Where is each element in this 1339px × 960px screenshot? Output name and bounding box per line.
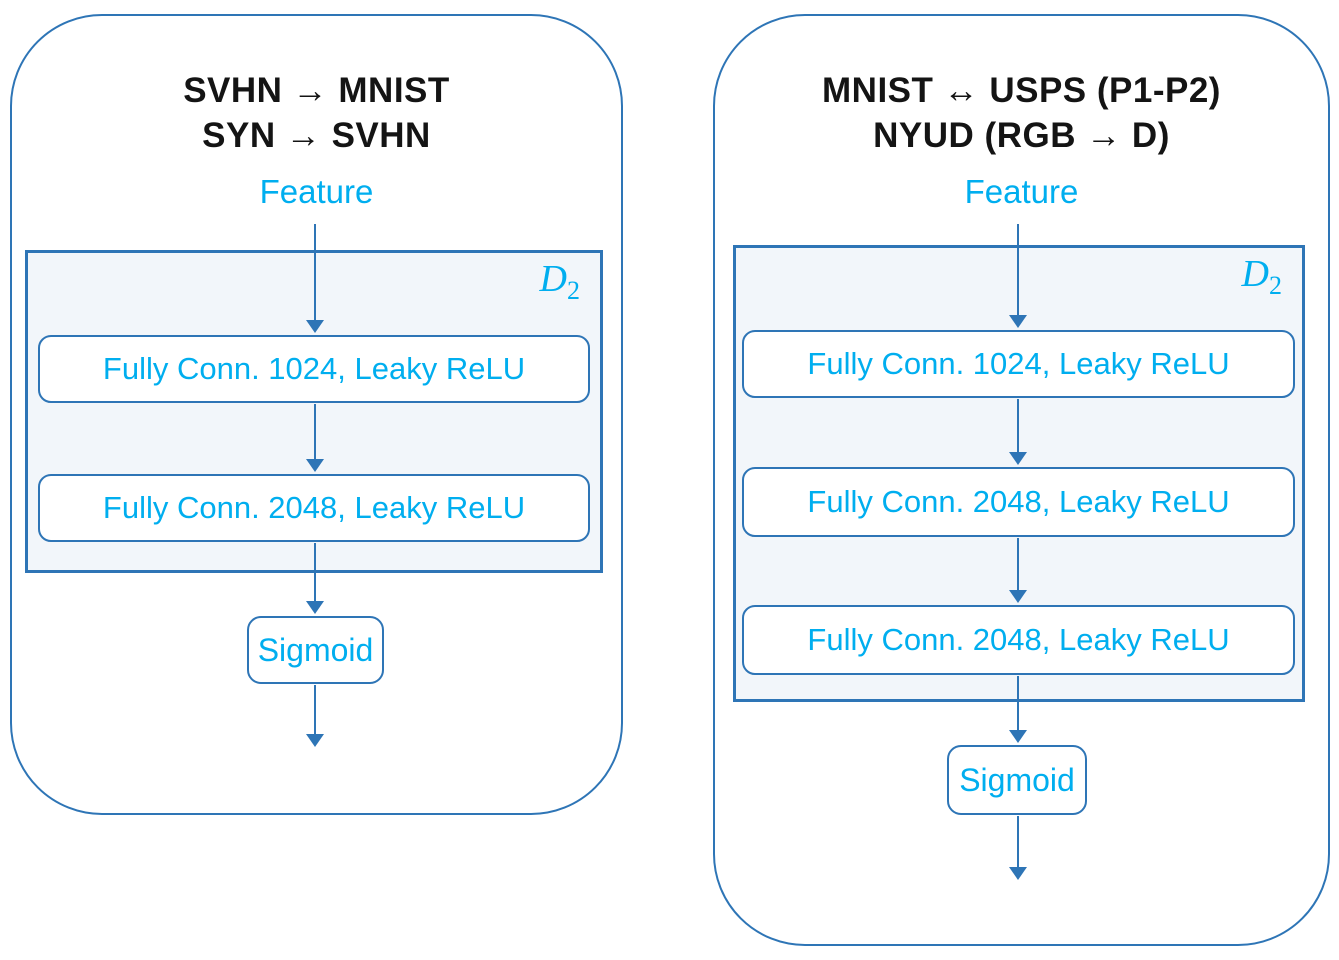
sigmoid-box: Sigmoid: [947, 745, 1087, 815]
arrow-head-icon: [1009, 867, 1027, 880]
arrow-shaft: [314, 685, 316, 734]
d-subscript: 2: [567, 276, 580, 305]
title-line: SVHN → MNIST: [183, 71, 450, 110]
d-subscript: 2: [1269, 271, 1282, 300]
title-line: MNIST ↔ USPS (P1-P2): [822, 71, 1221, 110]
arrow-head-icon: [1009, 590, 1027, 603]
flow-arrow: [306, 543, 324, 614]
discriminator-d2-label: D2: [1241, 253, 1282, 299]
arrow-head-icon: [306, 459, 324, 472]
flow-arrow: [306, 224, 324, 333]
arrow-head-icon: [1009, 452, 1027, 465]
arrow-head-icon: [306, 320, 324, 333]
feature-label: Feature: [964, 173, 1079, 210]
fully-connected-layer-box: Fully Conn. 2048, Leaky ReLU: [742, 467, 1295, 537]
arrow-shaft: [314, 404, 316, 459]
flow-arrow: [1009, 676, 1027, 743]
arrow-head-icon: [1009, 315, 1027, 328]
flow-arrow: [1009, 399, 1027, 465]
flow-arrow: [1009, 224, 1027, 328]
arrow-head-icon: [1009, 730, 1027, 743]
arrow-shaft: [1017, 538, 1019, 590]
flow-arrow: [306, 685, 324, 747]
arrow-shaft: [314, 224, 316, 320]
d-variable: D: [1241, 253, 1269, 295]
title-line: NYUD (RGB → D): [873, 116, 1170, 155]
arrow-shaft: [1017, 816, 1019, 867]
fully-connected-layer-box: Fully Conn. 2048, Leaky ReLU: [742, 605, 1295, 675]
arrow-shaft: [1017, 224, 1019, 315]
feature-label: Feature: [259, 173, 374, 210]
arrow-shaft: [314, 543, 316, 601]
arrow-head-icon: [306, 601, 324, 614]
title-line: SYN → SVHN: [202, 116, 431, 155]
flow-arrow: [1009, 538, 1027, 603]
discriminator-d2-label: D2: [539, 258, 580, 304]
arrow-head-icon: [306, 734, 324, 747]
sigmoid-box: Sigmoid: [247, 616, 384, 684]
arrow-shaft: [1017, 399, 1019, 452]
arrow-shaft: [1017, 676, 1019, 730]
right-panel-title: MNIST ↔ USPS (P1-P2) NYUD (RGB → D): [715, 68, 1328, 158]
d-variable: D: [539, 258, 567, 300]
fully-connected-layer-box: Fully Conn. 1024, Leaky ReLU: [38, 335, 590, 403]
left-panel-title: SVHN → MNIST SYN → SVHN: [12, 68, 621, 158]
flow-arrow: [306, 404, 324, 472]
flow-arrow: [1009, 816, 1027, 880]
fully-connected-layer-box: Fully Conn. 2048, Leaky ReLU: [38, 474, 590, 542]
fully-connected-layer-box: Fully Conn. 1024, Leaky ReLU: [742, 330, 1295, 398]
